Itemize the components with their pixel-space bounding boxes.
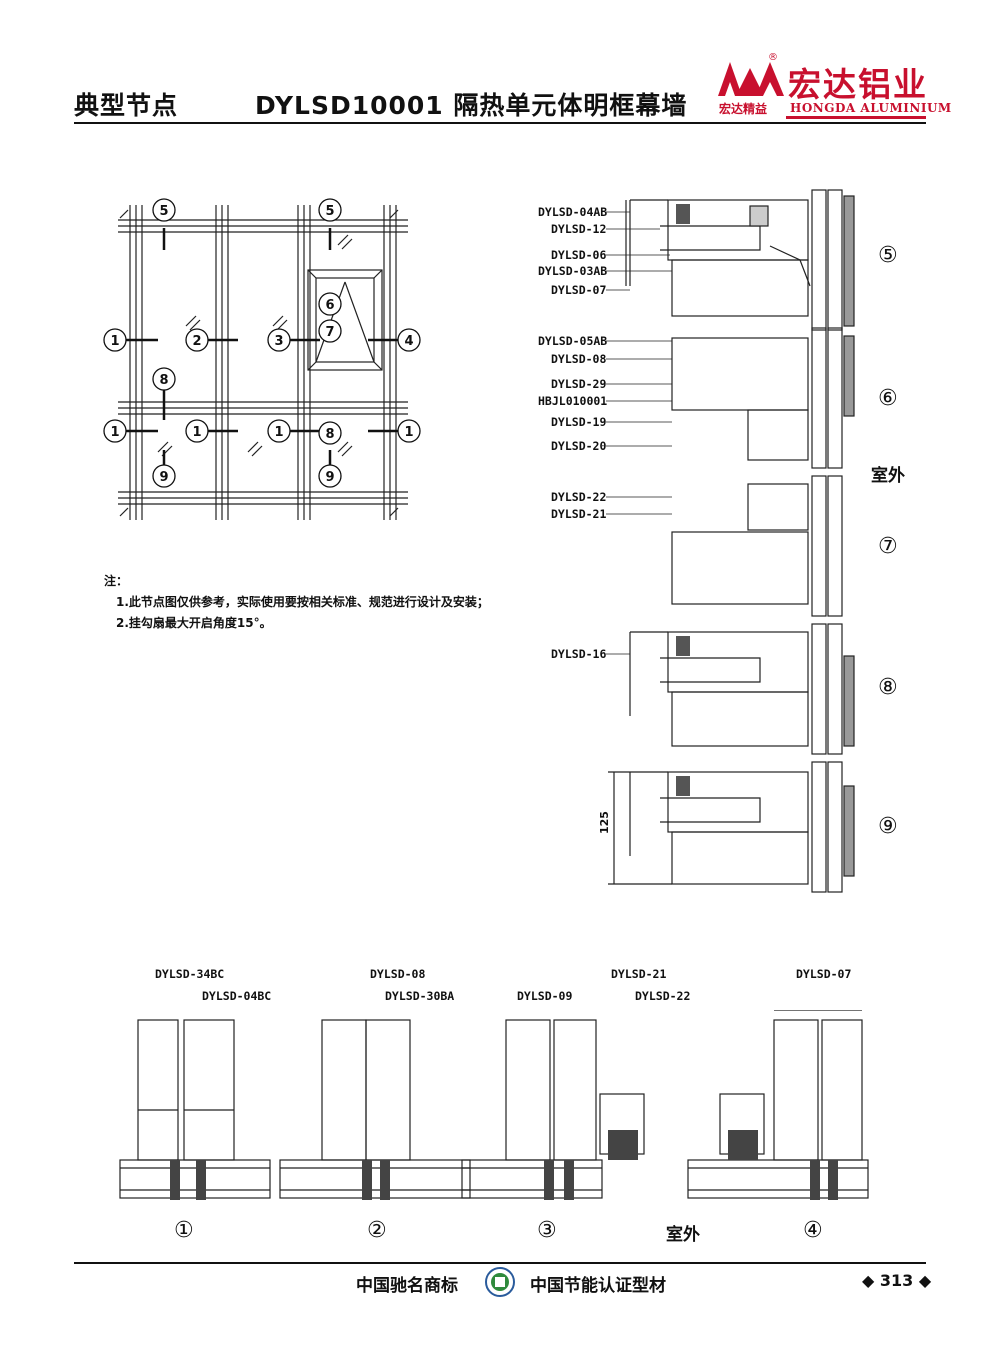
marker-1d: 1 — [274, 425, 283, 440]
marker-5a: 5 — [159, 204, 168, 219]
label-dylsd-04ab: DYLSD-04AB — [538, 205, 608, 219]
marker-3: 3 — [274, 334, 283, 349]
brand-name-en: HONGDA ALUMINIUM — [790, 101, 952, 115]
label-plan-dylsd-08: DYLSD-08 — [370, 967, 426, 981]
brand-name-cn: 宏达铝业 — [788, 65, 928, 104]
marker-8b: 8 — [325, 427, 334, 442]
plan-marker-3: ③ — [537, 1218, 557, 1243]
label-dylsd-07: DYLSD-07 — [551, 283, 607, 297]
label-plan-dylsd-21: DYLSD-21 — [611, 967, 667, 981]
label-dylsd-19: DYLSD-19 — [551, 415, 607, 429]
label-dylsd-16: DYLSD-16 — [551, 647, 607, 661]
marker-1c: 1 — [192, 425, 201, 440]
elevation-diagram: 5 5 6 7 1 2 3 4 8 1 1 1 8 1 9 9 — [103, 198, 421, 520]
label-dylsd-30ba: DYLSD-30BA — [385, 989, 455, 1003]
label-hbjl010001: HBJL010001 — [538, 394, 608, 408]
plan-marker-1: ① — [174, 1218, 194, 1243]
footer-famous-brand: 中国驰名商标 — [356, 1276, 458, 1296]
notes-title: 注： — [104, 574, 129, 588]
label-dylsd-20: DYLSD-20 — [551, 439, 607, 453]
label-dylsd-08: DYLSD-08 — [551, 352, 607, 366]
section-label: 典型节点 — [74, 91, 179, 120]
dim-125: 125 — [600, 811, 611, 834]
label-plan-dylsd-22: DYLSD-22 — [635, 989, 691, 1003]
brand-slogan: 宏达精益 — [719, 102, 768, 116]
label-dylsd-09: DYLSD-09 — [517, 989, 573, 1003]
label-dylsd-05ab: DYLSD-05AB — [538, 334, 608, 348]
marker-9b: 9 — [325, 470, 334, 485]
label-dylsd-22: DYLSD-22 — [551, 490, 607, 504]
marker-1a: 1 — [110, 334, 119, 349]
outdoor-label-bottom: 室外 — [666, 1225, 700, 1245]
outdoor-label-right: 室外 — [871, 466, 905, 486]
marker-1e: 1 — [404, 425, 413, 440]
footer-divider — [74, 1262, 926, 1264]
label-dylsd-29: DYLSD-29 — [551, 377, 607, 391]
label-dylsd-12: DYLSD-12 — [551, 222, 607, 236]
label-plan-dylsd-07: DYLSD-07 — [796, 967, 852, 981]
plan-marker-2: ② — [367, 1218, 387, 1243]
page-number: ◆ 313 ◆ — [862, 1271, 932, 1290]
header-divider — [74, 122, 926, 124]
section-marker-9: ⑨ — [878, 814, 898, 839]
marker-4: 4 — [404, 334, 413, 349]
notes-block: 注： 1.此节点图仅供参考，实际使用要按相关标准、规范进行设计及安装； 2.挂勾… — [104, 571, 489, 634]
label-dylsd-03ab: DYLSD-03AB — [538, 264, 608, 278]
section-leader-lines — [606, 211, 672, 655]
marker-7: 7 — [325, 325, 334, 340]
marker-1b: 1 — [110, 425, 119, 440]
marker-6: 6 — [325, 298, 334, 313]
registered-mark: ® — [768, 52, 778, 63]
plan-marker-4: ④ — [803, 1218, 823, 1243]
marker-5b: 5 — [325, 204, 334, 219]
energy-cert-emblem-icon — [485, 1267, 515, 1297]
note-line-1: 1.此节点图仅供参考，实际使用要按相关标准、规范进行设计及安装； — [116, 595, 489, 609]
label-dylsd-21: DYLSD-21 — [551, 507, 607, 521]
footer-energy-cert: 中国节能认证型材 — [530, 1276, 666, 1296]
section-marker-6: ⑥ — [878, 386, 898, 411]
horizontal-section-drawing: 100 — [119, 1010, 869, 1200]
brand-underline — [786, 116, 926, 119]
marker-8a: 8 — [159, 373, 168, 388]
section-marker-5: ⑤ — [878, 243, 898, 268]
note-line-2: 2.挂勾扇最大开启角度15°。 — [116, 616, 272, 630]
marker-9a: 9 — [159, 470, 168, 485]
marker-2: 2 — [192, 334, 201, 349]
page-title: DYLSD10001 隔热单元体明框幕墙 — [255, 91, 688, 120]
section-marker-7: ⑦ — [878, 534, 898, 559]
label-dylsd-06: DYLSD-06 — [551, 248, 607, 262]
section-marker-8: ⑧ — [878, 675, 898, 700]
vertical-section-drawing: 125 — [600, 189, 855, 893]
label-dylsd-04bc: DYLSD-04BC — [202, 989, 272, 1003]
label-dylsd-34bc: DYLSD-34BC — [155, 967, 225, 981]
hongda-logo-icon — [718, 62, 784, 96]
